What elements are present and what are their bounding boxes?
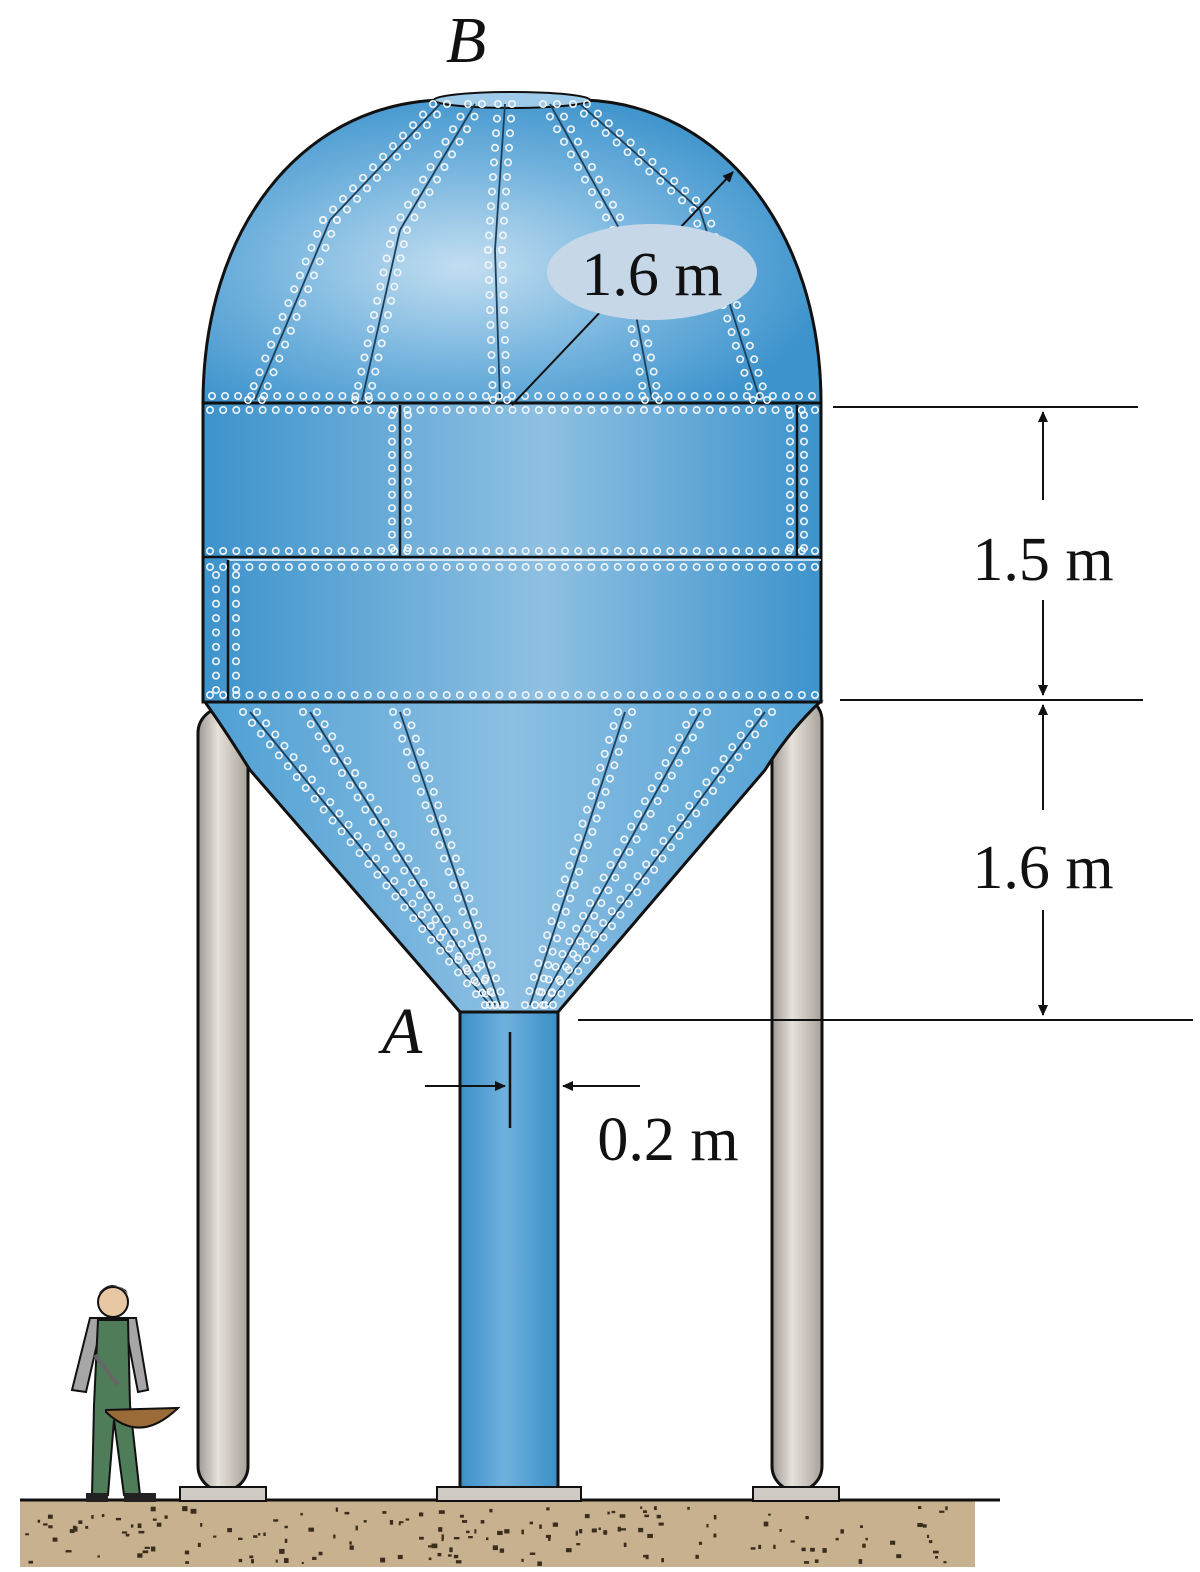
- ground-speckles: [25, 1506, 948, 1566]
- outlet-radius-dimension: 0.2 m: [425, 1032, 739, 1174]
- cylinder-rivets: [206, 405, 819, 699]
- cone-height-label: 1.6 m: [972, 834, 1113, 902]
- point-b-label: B: [446, 4, 486, 77]
- outlet-radius-label: 0.2 m: [597, 1106, 738, 1174]
- tank-cylinder: [201, 401, 823, 704]
- tank-cone: [202, 700, 824, 1014]
- tank-dome: [201, 91, 823, 405]
- dome-seams: [208, 100, 816, 404]
- point-a-label: A: [378, 995, 423, 1068]
- support-leg-left: [179, 706, 267, 1502]
- cone-seams: [239, 707, 776, 1009]
- height-dimensions: 1.5 m 1.6 m: [578, 406, 1193, 1021]
- ground: [20, 1498, 1000, 1567]
- support-leg-right: [752, 694, 840, 1502]
- dome-radius-dimension: 1.6 m: [511, 171, 757, 406]
- cylinder-height-label: 1.5 m: [972, 526, 1113, 594]
- dome-radius-label: 1.6 m: [581, 241, 722, 309]
- worker-figure: [70, 1285, 181, 1502]
